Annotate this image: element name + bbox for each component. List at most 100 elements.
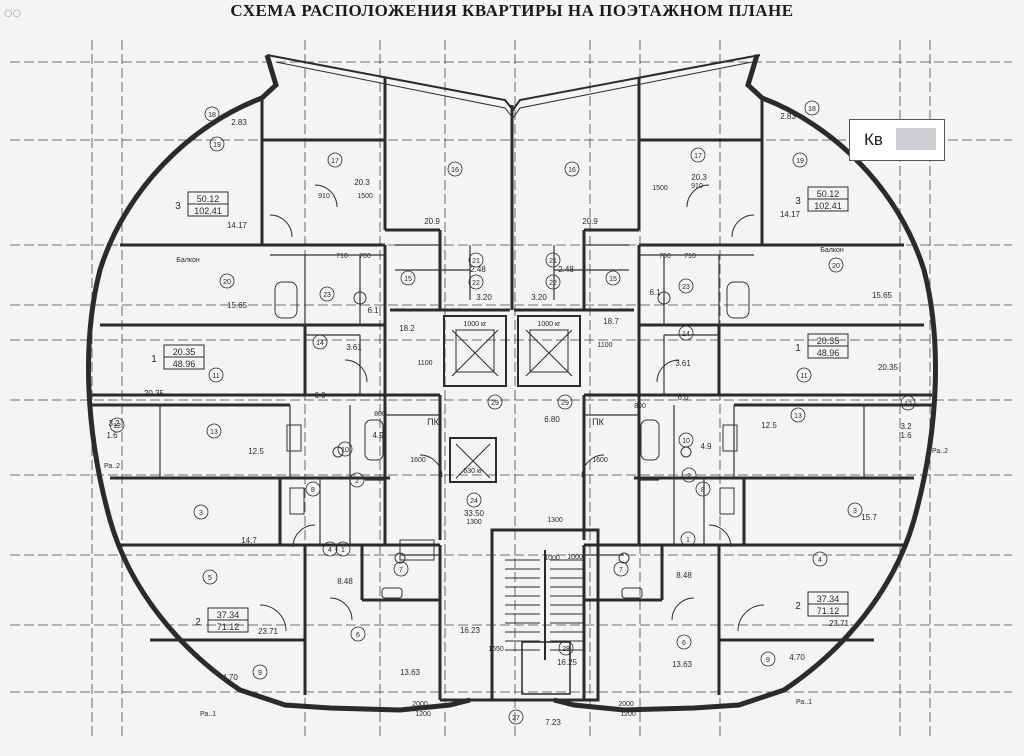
area-value: 20.3 <box>354 178 370 187</box>
area-value: 4.70 <box>222 673 238 682</box>
room-number: 28 <box>562 646 570 653</box>
apartment-living-area: 50.12 <box>197 194 220 204</box>
room-number: 16 <box>568 167 576 174</box>
area-value: 6.0 <box>314 391 326 400</box>
room-number-circle <box>335 541 351 557</box>
apartment-total-area: 102.41 <box>814 201 842 211</box>
dimension: 1100 <box>417 360 432 367</box>
area-value: 13.63 <box>672 660 693 669</box>
apartment-living-area: 50.12 <box>817 189 840 199</box>
room-number: 7 <box>399 567 403 574</box>
dimension: 1200 <box>620 711 636 718</box>
room-number: 6 <box>356 632 360 639</box>
room-number-circle <box>695 481 711 497</box>
apartment-rooms: 2 <box>195 617 201 628</box>
room-number: 29 <box>561 400 569 407</box>
room-number: 18 <box>808 106 816 113</box>
area-value: 3.61 <box>346 343 362 352</box>
apartment-total-area: 71.12 <box>817 606 840 616</box>
plan-title: СХЕМА РАСПОЛОЖЕНИЯ КВАРТИРЫ НА ПОЭТАЖНОМ… <box>230 1 794 20</box>
room-number-circle <box>508 709 524 725</box>
fixture <box>719 487 735 515</box>
dimension: 1200 <box>415 711 431 718</box>
dimension: 910 <box>691 183 703 190</box>
area-value: 2.48 <box>470 265 486 274</box>
apartment-total-area: 48.96 <box>173 359 196 369</box>
room-number-circle <box>676 634 692 650</box>
room-number: 21 <box>472 258 480 265</box>
dimension: 1600 <box>410 457 426 464</box>
room-number-circle <box>350 626 366 642</box>
apartment-living-area: 20.35 <box>817 336 840 346</box>
room-number-circle <box>487 394 503 410</box>
room-number: 4 <box>818 557 822 564</box>
dimension: 1500 <box>652 185 668 192</box>
room-number-circle <box>790 407 806 423</box>
dimension: 700 <box>659 253 671 260</box>
room-number: 2 <box>687 473 691 480</box>
fixture <box>314 184 338 208</box>
room-number-circle <box>305 481 321 497</box>
room-number-circle <box>447 161 463 177</box>
room-number-circle <box>792 152 808 168</box>
apartment-rooms: 3 <box>795 196 801 207</box>
annotation: Балкон <box>176 257 200 264</box>
room-number: 15 <box>404 276 412 283</box>
room-number-circle <box>202 569 218 585</box>
apartment-rooms: 3 <box>175 201 181 212</box>
area-value: 6.1 <box>367 306 379 315</box>
room-number: 1 <box>341 547 345 554</box>
apartment-living-area: 37.34 <box>217 610 240 620</box>
area-value: 7.23 <box>545 718 561 727</box>
partitions <box>115 244 909 556</box>
area-value: 8.48 <box>676 571 692 580</box>
room-number: 14 <box>682 331 690 338</box>
room-number-circle <box>804 100 820 116</box>
room-number-circle <box>349 472 365 488</box>
room-number-circle <box>209 136 225 152</box>
fixture <box>274 281 298 319</box>
fixture <box>259 604 287 632</box>
annotation: Балкон <box>820 247 844 254</box>
fixture <box>381 587 403 599</box>
dimension: 2000 <box>412 701 428 708</box>
fixture <box>269 214 293 238</box>
room-number-circle <box>466 492 482 508</box>
annotation: Ра..1 <box>796 699 812 706</box>
room-number-circle <box>400 270 416 286</box>
room-number-circle <box>393 561 409 577</box>
room-number: 17 <box>694 153 702 160</box>
room-number-circle <box>796 367 812 383</box>
walls <box>92 78 932 702</box>
elevator-shafts <box>443 315 581 483</box>
room-number-circle <box>219 273 235 289</box>
area-value: 20.9 <box>582 217 598 226</box>
room-number: 12 <box>904 401 912 408</box>
apartment-living-area: 37.34 <box>817 594 840 604</box>
area-value: 18.7 <box>603 317 619 326</box>
room-number-circle <box>545 252 561 268</box>
area-value: 2.48 <box>558 265 574 274</box>
area-value: 33.50 <box>464 509 485 518</box>
area-value: 2.83 <box>780 112 796 121</box>
room-number: 1 <box>686 537 690 544</box>
area-value: 4.70 <box>789 653 805 662</box>
area-value: 6.0 <box>677 393 689 402</box>
room-number-circle <box>312 334 328 350</box>
area-value: 6.80 <box>544 415 560 424</box>
room-number-circle <box>681 467 697 483</box>
area-value: 16.23 <box>460 626 481 635</box>
room-number-circle <box>678 432 694 448</box>
room-number: 13 <box>210 429 218 436</box>
apartment-living-area: 20.35 <box>173 347 196 357</box>
room-number-circle <box>557 394 573 410</box>
room-number-circle <box>690 147 706 163</box>
annotation: Ра..2 <box>104 463 120 470</box>
room-number-circle <box>900 395 916 411</box>
room-number: 3 <box>199 510 203 517</box>
elevator-capacity: 1000 кг <box>537 321 561 328</box>
